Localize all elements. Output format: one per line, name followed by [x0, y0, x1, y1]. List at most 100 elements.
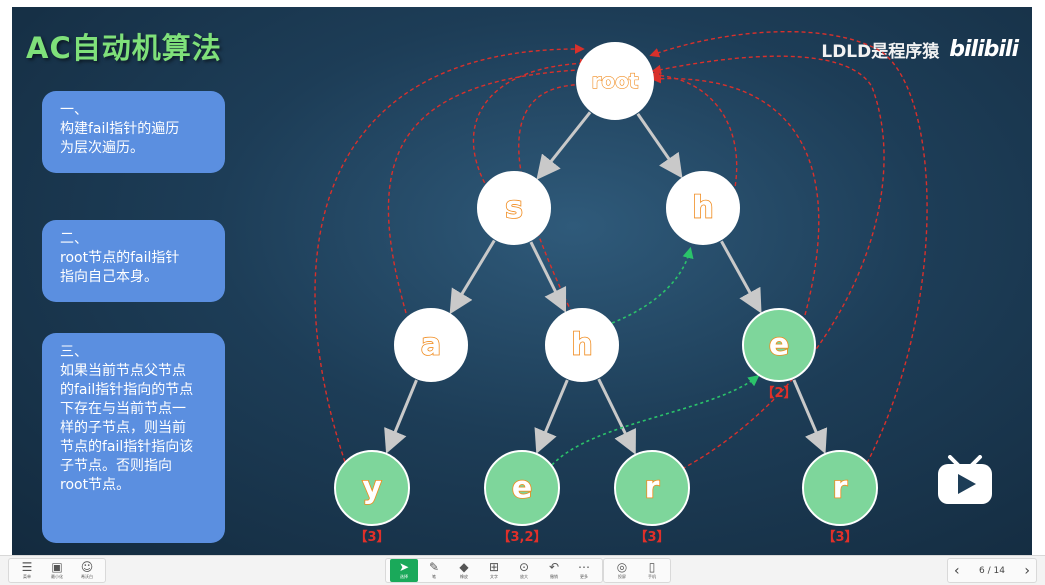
toolbar-label: 更多	[580, 574, 588, 579]
trie-node-a: a	[394, 308, 468, 382]
node-label: a	[421, 328, 441, 363]
brand: LDLD是程序猿 bilibili	[821, 37, 1019, 62]
toolbar-label: 最小化	[51, 574, 63, 579]
toolbar-label: 手机	[648, 574, 656, 579]
trie-node-h1: h	[666, 171, 740, 245]
trie-node-r2: r 【3】	[802, 450, 878, 545]
edge-s-h2	[529, 241, 567, 313]
select-icon: ➤	[398, 560, 410, 574]
brand-text: LDLD是程序猿	[821, 42, 940, 62]
fail-link-r2-root	[649, 31, 928, 464]
fail-link-h2	[611, 246, 694, 324]
more-icon: ⋯	[578, 560, 590, 574]
trie-node-y: y 【3】	[334, 450, 410, 545]
fail-link-r1-root	[651, 55, 885, 470]
menu-button[interactable]: ☰菜单	[13, 559, 41, 582]
node-label: s	[505, 191, 523, 226]
trie-diagram: root s h a h e 【2】 y 【3】 e 【3,2】 r 【3】 r 【3】	[314, 31, 928, 545]
toolbar-label: 放大	[520, 574, 528, 579]
minimize-button[interactable]: ▣最小化	[43, 559, 71, 582]
fail-link-e1-root	[651, 73, 820, 316]
fail-link-y-root	[314, 44, 585, 463]
toolbar-tools-group: ➤选择✎笔◆橡皮⊞文字⊙放大↶撤销⋯更多	[385, 558, 603, 583]
node-label: h	[571, 328, 592, 363]
edge-h2-e2	[534, 379, 569, 454]
node-output-label: 【3】	[634, 529, 669, 545]
node-label: e	[769, 328, 789, 363]
menu-icon: ☰	[21, 560, 33, 574]
trie-node-h2: h	[545, 308, 619, 382]
fail-links-other	[551, 246, 760, 466]
note-card-1: 一、 构建fail指针的遍历 为层次遍历。	[42, 91, 225, 173]
toolbar-label: 撤销	[550, 574, 558, 579]
trie-node-root: root	[576, 42, 654, 120]
trie-nodes: root s h a h e 【2】 y 【3】 e 【3,2】 r 【3】 r 【3】	[334, 42, 878, 545]
node-label: h	[692, 191, 713, 226]
prev-page-button[interactable]: ‹	[954, 562, 960, 579]
trie-node-r1: r 【3】	[614, 450, 690, 545]
trie-node-e2: e 【3,2】	[484, 450, 560, 545]
zoom-button[interactable]: ⊙放大	[510, 559, 538, 582]
node-output-label: 【3,2】	[497, 529, 546, 545]
screen-button[interactable]: ◎投屏	[608, 559, 636, 582]
more-button[interactable]: ⋯更多	[570, 559, 598, 582]
node-output-label: 【3】	[354, 529, 389, 545]
edge-a-y	[384, 379, 418, 454]
fail-links-to-root	[314, 31, 928, 470]
undo-icon: ↶	[548, 560, 560, 574]
node-label: root	[592, 69, 639, 93]
bilibili-logo: bilibili	[949, 37, 1019, 62]
text-button[interactable]: ⊞文字	[480, 559, 508, 582]
phone-button[interactable]: ▯手机	[638, 559, 666, 582]
node-output-label: 【3】	[822, 529, 857, 545]
note-card-2: 二、 root节点的fail指针 指向自己本身。	[42, 220, 225, 302]
trie-node-e1: e 【2】	[742, 308, 816, 401]
toolbar-label: 笔	[432, 574, 436, 579]
select-button[interactable]: ➤选择	[390, 559, 418, 582]
slide-canvas: AC自动机算法 LDLD是程序猿 bilibili 一、 构建fail指针的遍历…	[12, 7, 1032, 555]
screen-icon: ◎	[616, 560, 628, 574]
toolbar-label: 菜单	[23, 574, 31, 579]
slide-title: AC自动机算法	[26, 31, 222, 65]
node-label: r	[833, 471, 848, 506]
trie-edges	[384, 111, 828, 455]
fail-link-h1-root	[649, 70, 738, 194]
avatar-button[interactable]: ☺希沃白	[73, 559, 101, 582]
node-label: e	[512, 471, 532, 506]
edge-root-s	[536, 111, 592, 180]
edge-root-h1	[636, 113, 683, 179]
toolbar-label: 文字	[490, 574, 498, 579]
undo-button[interactable]: ↶撤销	[540, 559, 568, 582]
phone-icon: ▯	[648, 560, 656, 574]
node-label: r	[645, 471, 660, 506]
toolbar-label: 选择	[400, 574, 408, 579]
node-label: y	[362, 471, 382, 506]
pen-button[interactable]: ✎笔	[420, 559, 448, 582]
trie-node-s: s	[477, 171, 551, 245]
eraser-icon: ◆	[459, 560, 469, 574]
toolbar-label: 橡皮	[460, 574, 468, 579]
page-indicator: 6 / 14	[979, 565, 1005, 576]
toolbar-left-group: ☰菜单▣最小化☺希沃白	[8, 558, 106, 583]
edge-s-a	[449, 239, 496, 315]
fail-link-a-root	[387, 64, 600, 314]
fail-link-h2-root	[518, 79, 600, 314]
bilibili-play-icon[interactable]	[934, 455, 996, 505]
edge-h2-r1	[597, 378, 636, 455]
minimize-icon: ▣	[51, 560, 63, 574]
text-icon: ⊞	[488, 560, 500, 574]
toolbar-label: 希沃白	[81, 574, 93, 579]
pen-icon: ✎	[428, 560, 440, 574]
edge-h1-e1	[720, 240, 762, 314]
fail-link-s-root	[472, 58, 590, 190]
toolbar-label: 投屏	[618, 574, 626, 579]
zoom-icon: ⊙	[518, 560, 530, 574]
next-page-button[interactable]: ›	[1024, 562, 1030, 579]
toolbar-right-group: ◎投屏▯手机	[603, 558, 671, 583]
node-output-label: 【2】	[761, 385, 796, 401]
note-card-3: 三、 如果当前节点父节点 的fail指针指向的节点 下存在与当前节点一 样的子节…	[42, 333, 225, 543]
bottom-toolbar: ☰菜单▣最小化☺希沃白 ➤选择✎笔◆橡皮⊞文字⊙放大↶撤销⋯更多 ◎投屏▯手机 …	[0, 555, 1045, 585]
page-navigator: ‹ 6 / 14 ›	[947, 558, 1037, 583]
eraser-button[interactable]: ◆橡皮	[450, 559, 478, 582]
avatar-icon: ☺	[80, 560, 94, 574]
